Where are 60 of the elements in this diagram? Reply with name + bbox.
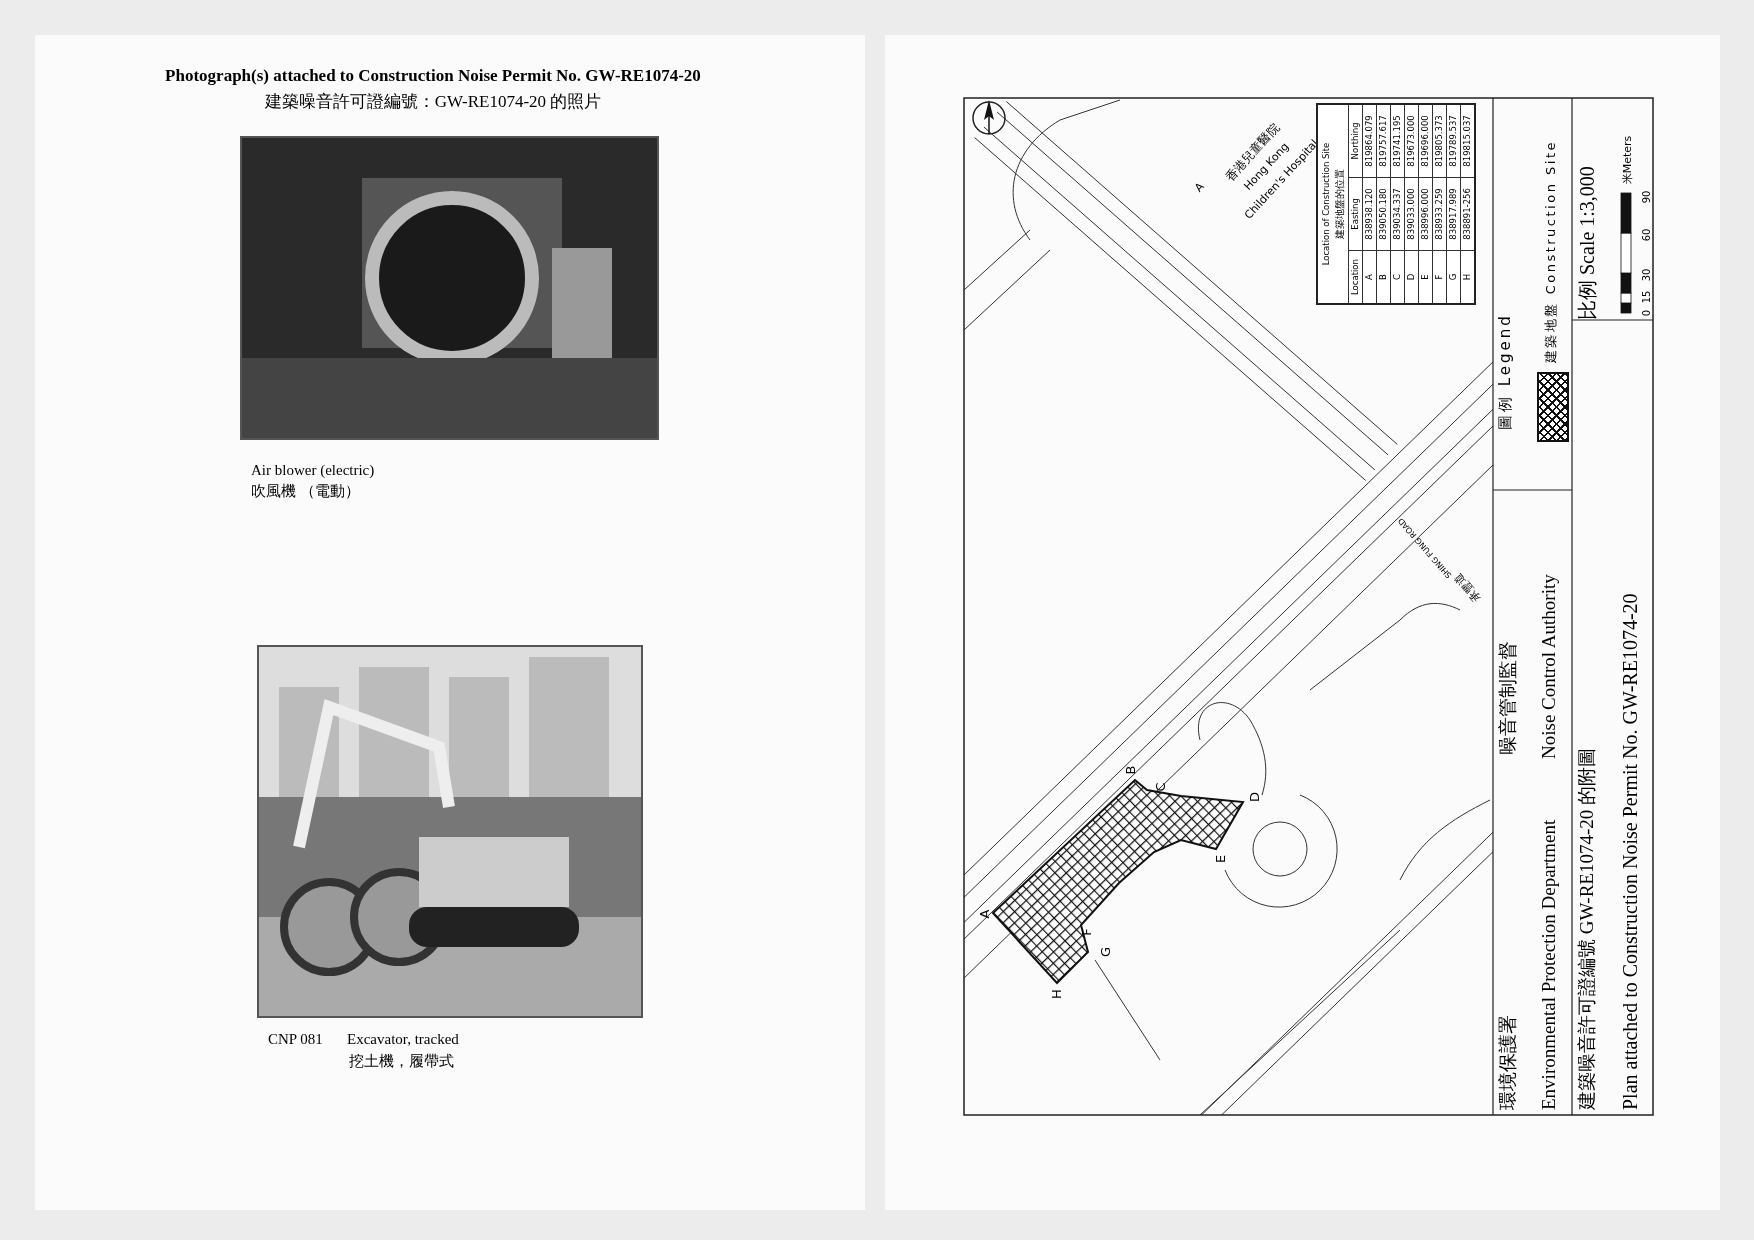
table-cell: 819696.000: [1418, 104, 1433, 178]
table-cell: D: [1404, 250, 1419, 304]
photo-placeholder: [257, 645, 643, 1018]
table-cell: 819864.079: [1362, 104, 1377, 178]
table-cell: A: [1362, 250, 1377, 304]
page-subtitle: 建築噪音許可證編號：GW-RE1074-20 的照片: [264, 92, 602, 112]
table-cell: 819673.000: [1404, 104, 1419, 178]
point-label: E: [1213, 854, 1229, 864]
agency-name: 噪音管制監督: [1497, 641, 1519, 755]
point-label: C: [1153, 782, 1169, 792]
photo-caption: Excavator, tracked: [347, 1031, 459, 1048]
agency-name: Environmental Protection Department: [1538, 819, 1560, 1110]
plan-title: Plan attached to Construction Noise Permit No. GW-RE1074-20: [1619, 593, 1642, 1110]
scale-tick-label: 15: [1641, 290, 1653, 304]
table-heading: Location of Construction Site: [1320, 141, 1332, 268]
table-cell: 819757.617: [1376, 104, 1391, 178]
scale-tick-label: 60: [1641, 228, 1653, 242]
road-name: 承豐道: [1452, 570, 1484, 604]
scale-unit: 米Meters: [1621, 135, 1635, 185]
page-title: Photograph(s) attached to Construction Noise Permit No. GW-RE1074-20: [165, 66, 701, 86]
table-cell: 838938.120: [1362, 177, 1377, 251]
point-label: A: [977, 909, 993, 919]
legend-text: 建築地盤 Construction Site: [1542, 140, 1559, 363]
point-label: H: [1049, 989, 1065, 999]
column-header: Location: [1348, 250, 1363, 304]
plan-title: 建築噪音許可證編號 GW-RE1074-20 的附圖: [1576, 747, 1598, 1110]
scale-tick-label: 90: [1641, 190, 1653, 204]
point-label: D: [1247, 792, 1263, 802]
photo-caption: 吹風機 （電動）: [251, 482, 360, 501]
table-cell: 839050.180: [1376, 177, 1391, 251]
point-label: F: [1079, 928, 1095, 936]
table-cell: 819741.195: [1390, 104, 1405, 178]
photo-caption: 挖土機，履帶式: [349, 1052, 454, 1071]
table-cell: 839034.337: [1390, 177, 1405, 251]
scale-tick-label: 30: [1641, 268, 1653, 282]
table-cell: 819789.537: [1446, 104, 1461, 178]
column-header: Easting: [1348, 177, 1363, 251]
photo-placeholder: [240, 136, 659, 440]
column-header: Northing: [1348, 104, 1363, 178]
table-heading: 建築地盤的位置: [1333, 168, 1346, 241]
scale-tick-label: 0: [1641, 309, 1653, 317]
scale-text: 比例 Scale 1:3,000: [1576, 166, 1599, 320]
table-cell: 838917.989: [1446, 177, 1461, 251]
table-cell: G: [1446, 250, 1461, 304]
point-label: G: [1098, 946, 1114, 958]
table-cell: E: [1418, 250, 1433, 304]
table-cell: F: [1432, 250, 1447, 304]
photo-caption: CNP 081: [268, 1031, 323, 1048]
table-cell: 839033.000: [1404, 177, 1419, 251]
table-cell: 838933.259: [1432, 177, 1447, 251]
table-cell: 819805.373: [1432, 104, 1447, 178]
point-label: B: [1123, 765, 1139, 775]
map-label: A: [1192, 180, 1208, 196]
agency-name: Noise Control Authority: [1538, 574, 1560, 759]
table-cell: 838996.000: [1418, 177, 1433, 251]
table-cell: C: [1390, 250, 1405, 304]
agency-name: 環境保護署: [1497, 1015, 1519, 1110]
legend-heading: 圖例 Legend: [1497, 313, 1515, 430]
table-cell: B: [1376, 250, 1391, 304]
photo-caption: Air blower (electric): [251, 462, 375, 479]
